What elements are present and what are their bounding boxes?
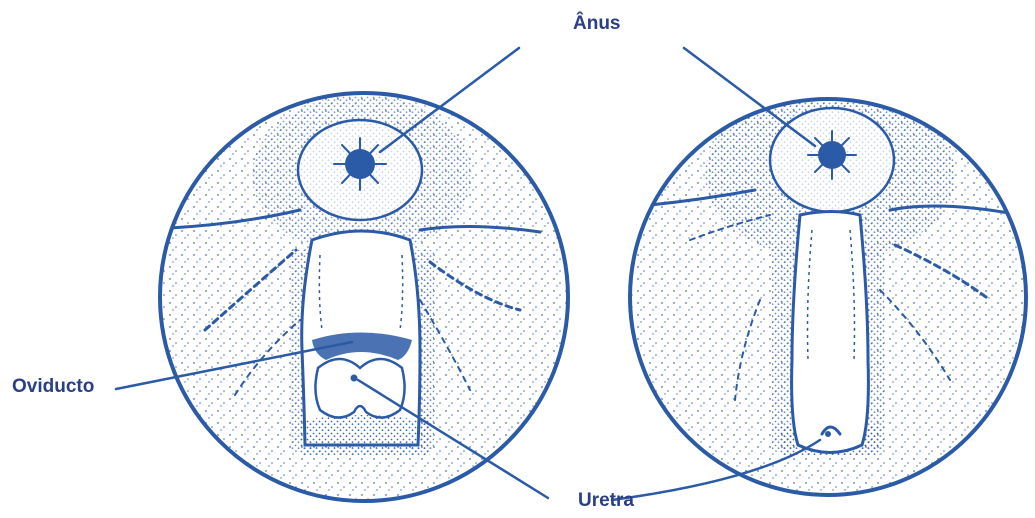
female-view: [160, 93, 568, 501]
uretra-label: Uretra: [578, 491, 634, 510]
anus-label: Ânus: [573, 14, 621, 33]
oviducto-label: Oviducto: [12, 377, 94, 396]
male-view: [630, 90, 1026, 495]
